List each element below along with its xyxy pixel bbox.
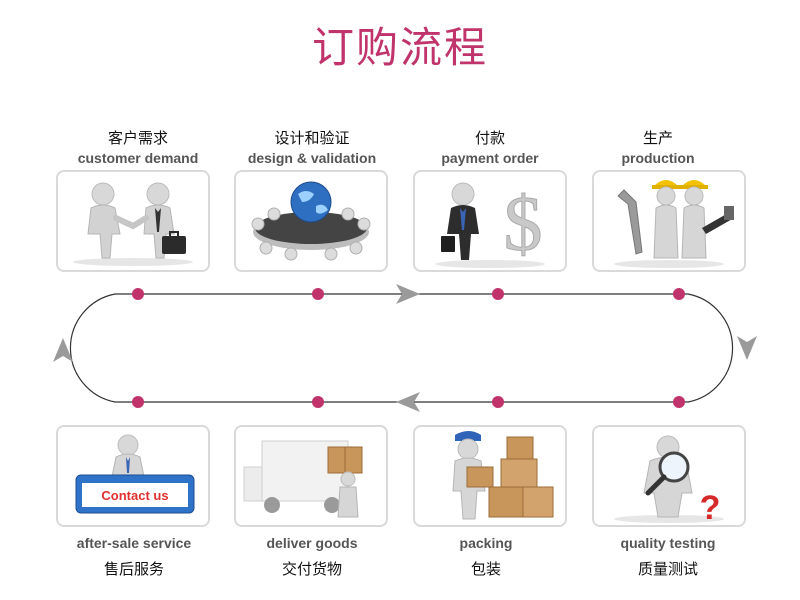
step-card-packing xyxy=(413,425,567,527)
contact-us-icon: Contact us xyxy=(75,434,195,514)
svg-text:$: $ xyxy=(504,180,543,267)
dollar-icon: $ xyxy=(435,180,545,268)
step-label-cn: 设计和验证 xyxy=(274,129,350,147)
step-dot xyxy=(673,288,685,300)
step-card-design-validation xyxy=(234,170,388,272)
step-label-en: deliver goods xyxy=(266,535,358,551)
delivery-truck-icon xyxy=(243,440,363,518)
step-label-cn: 包装 xyxy=(470,560,501,578)
step-label-quality-testing: quality testing 质量测试 xyxy=(578,533,758,579)
step-label-en: packing xyxy=(459,535,513,551)
step-label-customer-demand: 客户需求 customer demand xyxy=(48,128,228,168)
step-label-cn: 生产 xyxy=(642,129,673,147)
workers-tools-icon xyxy=(614,180,734,268)
arrow-right-icon xyxy=(396,284,420,304)
step-dot xyxy=(312,288,324,300)
step-label-design-validation: 设计和验证 design & validation xyxy=(222,128,402,168)
step-label-cn: 质量测试 xyxy=(637,560,698,578)
step-label-en: design & validation xyxy=(247,150,377,166)
step-dot xyxy=(492,288,504,300)
step-card-deliver-goods xyxy=(234,425,388,527)
step-label-en: production xyxy=(621,150,695,166)
step-label-payment-order: 付款 payment order xyxy=(400,128,580,168)
step-card-quality-testing: ? xyxy=(592,425,746,527)
step-label-en: payment order xyxy=(441,150,539,166)
step-card-customer-demand xyxy=(56,170,210,272)
step-label-en: quality testing xyxy=(620,535,716,551)
boxes-icon xyxy=(452,431,554,520)
step-card-after-sale-service: Contact us xyxy=(56,425,210,527)
step-label-cn: 客户需求 xyxy=(107,129,168,147)
step-label-cn: 交付货物 xyxy=(281,560,342,578)
question-mark: ? xyxy=(700,489,721,525)
step-label-production: 生产 production xyxy=(568,128,748,168)
step-label-en: customer demand xyxy=(77,150,199,166)
step-dot xyxy=(673,396,685,408)
loop-track xyxy=(69,293,734,403)
step-dot xyxy=(492,396,504,408)
step-dot xyxy=(132,396,144,408)
step-label-cn: 付款 xyxy=(474,129,505,147)
handshake-icon xyxy=(73,182,193,266)
step-card-production xyxy=(592,170,746,272)
step-label-deliver-goods: deliver goods 交付货物 xyxy=(222,533,402,579)
step-dot xyxy=(312,396,324,408)
step-label-packing: packing 包装 xyxy=(396,533,576,579)
step-label-after-sale-service: after-sale service 售后服务 xyxy=(44,533,224,579)
contact-us-badge: Contact us xyxy=(101,488,168,503)
arrow-left-icon xyxy=(396,392,420,412)
magnifier-question-icon: ? xyxy=(614,435,724,525)
step-dot xyxy=(132,288,144,300)
arrow-down-icon xyxy=(737,336,757,360)
step-card-payment-order: $ xyxy=(413,170,567,272)
step-label-cn: 售后服务 xyxy=(103,560,164,578)
arrow-up-icon xyxy=(53,338,73,362)
page-title: 订购流程 xyxy=(311,23,488,72)
step-label-en: after-sale service xyxy=(76,535,192,551)
globe-meeting-icon xyxy=(251,181,371,261)
